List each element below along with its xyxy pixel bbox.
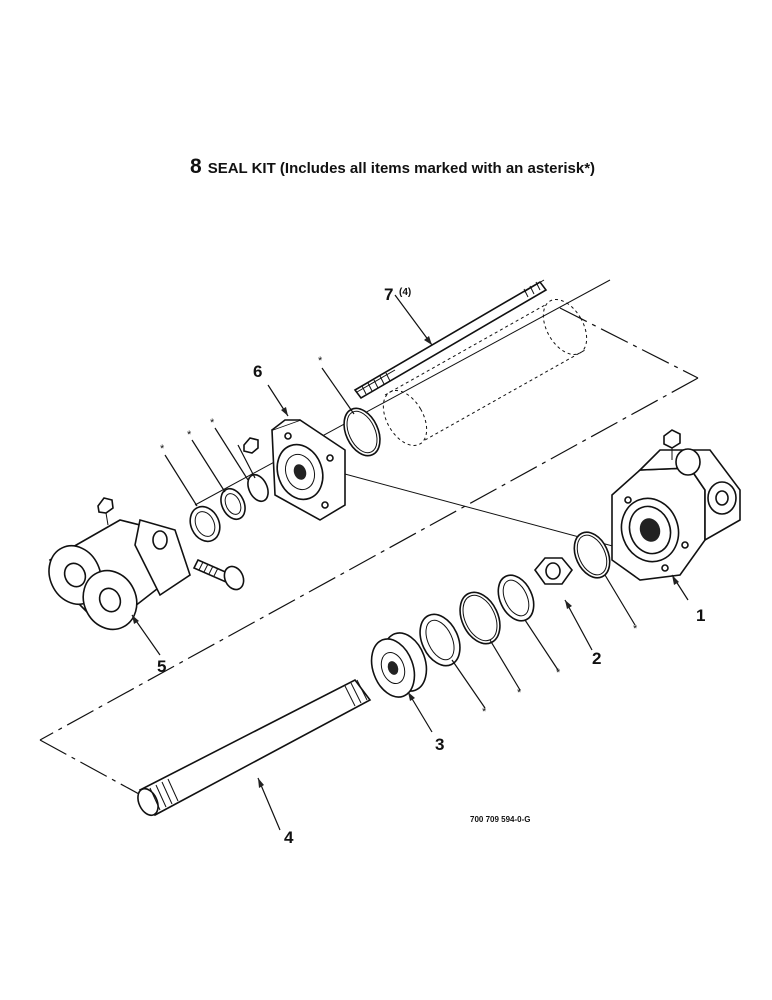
gland-seal-rings (189, 473, 269, 543)
callout-7-quantity: (4) (399, 287, 411, 298)
cap-o-ring (573, 531, 611, 579)
tie-rod (353, 279, 548, 400)
cap-end-block (611, 429, 741, 581)
cylinder-barrel-phantom (382, 299, 588, 446)
asterisk-cap-o-ring: * (633, 623, 638, 635)
callout-3: 3 (435, 735, 444, 754)
callout-6: 6 (253, 362, 262, 381)
piston-seal-rings (419, 574, 535, 667)
piston (370, 632, 428, 698)
diagram-title: 8 SEAL KIT (Includes all items marked wit… (190, 155, 595, 179)
asterisk-piston-seal-2: * (517, 687, 522, 699)
rod-clevis (48, 497, 191, 631)
asterisk-gland-o-ring: * (318, 355, 323, 367)
asterisk-seal-3: * (210, 417, 215, 429)
callout-5: 5 (157, 657, 166, 676)
callout-4: 4 (284, 828, 294, 847)
callout-2: 2 (592, 649, 601, 668)
rod-end-gland (243, 419, 346, 521)
asterisk-piston-seal-3: * (482, 706, 487, 718)
clevis-cap-screw (192, 558, 245, 591)
seal-kit-description: SEAL KIT (Includes all items marked with… (207, 160, 596, 177)
asterisk-seal-2: * (187, 429, 192, 441)
callout-numbers: 7 (4) 6 1 2 3 4 5 (157, 285, 705, 847)
asterisk-markers: * * * * * * * * (160, 355, 638, 718)
asterisk-piston-seal-1: * (556, 667, 561, 679)
piston-hex-nut (533, 557, 574, 585)
piston-rod (137, 678, 372, 817)
document-id: 700 709 594-0-G (470, 815, 531, 824)
callout-1: 1 (696, 606, 705, 625)
callout-7: 7 (384, 285, 393, 304)
leader-lines (131, 294, 689, 831)
seal-kit-number: 8 (190, 155, 202, 178)
assembly-centerline (39, 279, 699, 801)
asterisk-seal-1: * (160, 443, 165, 455)
